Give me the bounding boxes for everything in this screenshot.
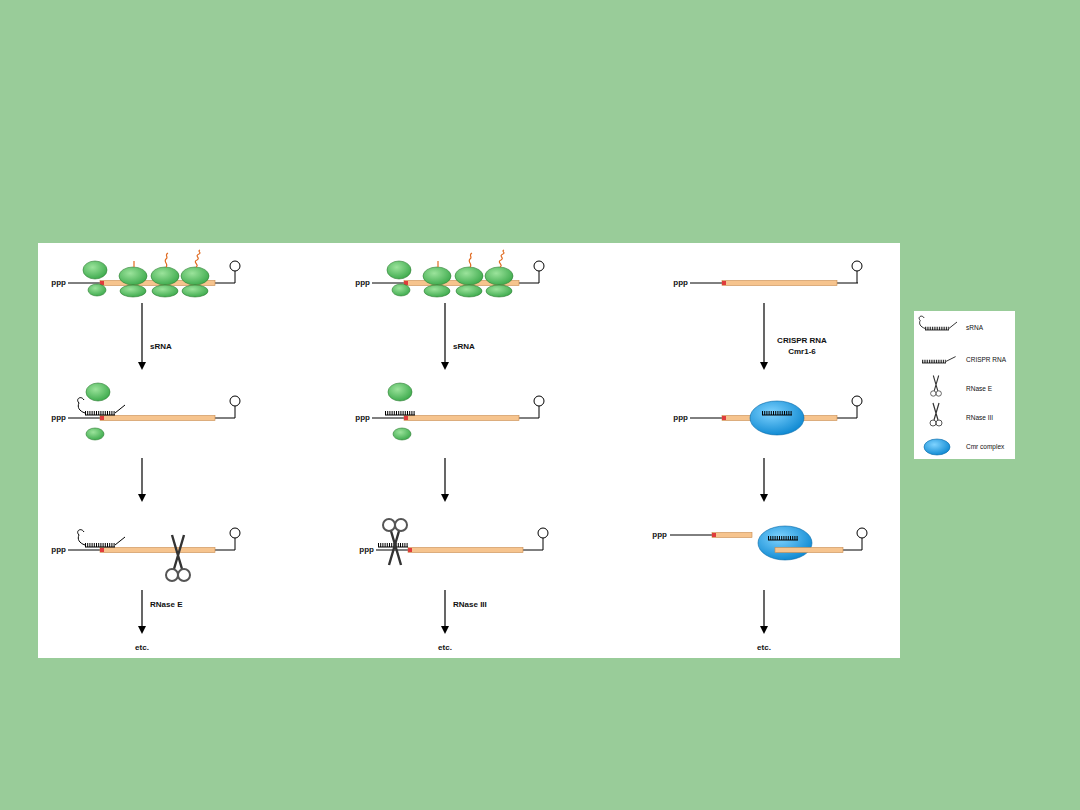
triphosphate-label: ppp [359,546,374,554]
triphosphate-label: ppp [355,279,370,287]
triphosphate-label: ppp [51,546,66,554]
legend-text: RNase E [966,386,992,393]
continuation-label: etc. [135,644,149,652]
triphosphate-label: ppp [673,279,688,287]
legend-text: Cmr complex [966,444,1004,451]
step-label: Cmr1-6 [788,348,816,356]
legend-text: CRISPR RNA [966,357,1006,364]
legend-text: sRNA [966,325,983,332]
step-label: CRISPR RNA [777,337,827,345]
continuation-label: etc. [438,644,452,652]
step-label: sRNA [453,343,475,351]
triphosphate-label: ppp [673,414,688,422]
step-label: RNase E [150,601,182,609]
triphosphate-label: ppp [51,414,66,422]
step-label: RNase III [453,601,487,609]
continuation-label: etc. [757,644,771,652]
triphosphate-label: ppp [51,279,66,287]
step-label: sRNA [150,343,172,351]
triphosphate-label: ppp [652,531,667,539]
triphosphate-label: ppp [355,414,370,422]
legend-text: RNase III [966,415,993,422]
